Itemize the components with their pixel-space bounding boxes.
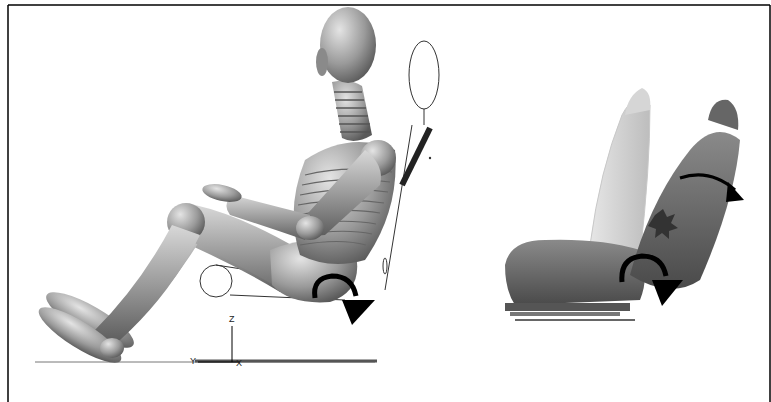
dummy-head xyxy=(316,7,376,83)
rotation-arrow xyxy=(315,276,375,325)
axis-label: Z xyxy=(229,314,235,324)
seat-back-ghost xyxy=(590,88,650,255)
seat-back xyxy=(630,100,740,289)
axis-label: Y xyxy=(190,356,196,366)
marker-dot xyxy=(429,157,431,159)
rotation-arrow xyxy=(622,175,744,306)
axis-label: X xyxy=(236,358,242,368)
dummy-near-leg xyxy=(32,203,300,371)
frame xyxy=(8,5,770,402)
dummy-arm xyxy=(201,140,396,240)
axis-triad xyxy=(198,326,240,362)
floor-line xyxy=(35,361,377,362)
dummy-neck xyxy=(332,81,372,141)
headrest-bar xyxy=(402,128,430,185)
